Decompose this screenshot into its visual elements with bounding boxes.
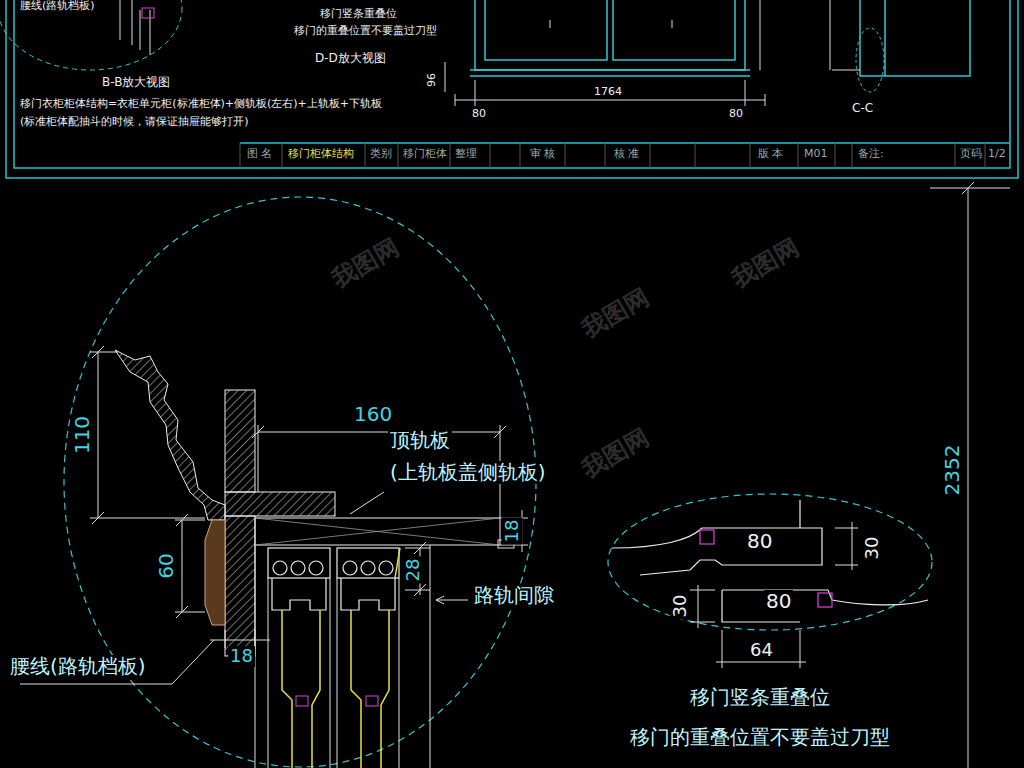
view-title: D-D放大视图	[313, 52, 388, 66]
view-note: 移门竖条重叠位	[318, 8, 399, 21]
dimension: 2352	[941, 443, 964, 498]
dimension: 64	[748, 640, 775, 661]
table-cell: 审 核	[530, 148, 556, 161]
structure-note: (标准柜体配抽斗的时候，请保证抽屉能够打开)	[18, 116, 251, 129]
dimension: 18	[502, 518, 523, 545]
table-cell: 核 准	[614, 148, 640, 161]
table-cell: 备注:	[858, 148, 884, 161]
dimension: 96	[426, 71, 439, 89]
dimension: 80	[470, 108, 488, 121]
table-cell: 页码	[960, 148, 982, 161]
table-cell: 整理	[455, 148, 477, 161]
view-note: 移门的重叠位置不要盖过刀型	[292, 25, 439, 38]
view-title: B-B放大视图	[100, 76, 172, 90]
dimension: 110	[71, 414, 94, 456]
watermark: 我图网	[728, 234, 804, 294]
part-name: (上轨板盖侧轨板)	[388, 461, 548, 484]
dimension: 18	[228, 646, 255, 667]
table-cell: 图 名	[247, 148, 273, 161]
dimension: 30	[862, 535, 883, 562]
view-note: 腰线(路轨档板)	[18, 0, 97, 13]
part-name: 顶轨板	[388, 429, 452, 452]
part-name: 腰线(路轨档板)	[8, 655, 148, 678]
dimension: 80	[764, 590, 793, 613]
watermark: 我图网	[328, 234, 404, 294]
note-title: 移门竖条重叠位	[688, 686, 832, 709]
table-cell: 版 本	[758, 148, 784, 161]
dimension: 160	[352, 403, 394, 426]
table-cell: M01	[804, 148, 828, 161]
watermark: 我图网	[578, 424, 654, 484]
structure-note: 移门衣柜柜体结构=衣柜单元柜(标准柜体)+侧轨板(左右)+上轨板+下轨板	[18, 98, 384, 111]
dimension: 60	[155, 551, 178, 580]
note-text: 移门的重叠位置不要盖过刀型	[628, 726, 892, 749]
table-cell: 移门柜体	[403, 148, 447, 161]
table-cell: 类别	[370, 148, 392, 161]
watermark: 我图网	[578, 284, 654, 344]
dimension: 80	[727, 108, 745, 121]
section-mark: C-C	[850, 102, 875, 116]
dimension: 80	[745, 530, 774, 553]
part-name: 路轨间隙	[472, 584, 556, 607]
dimension: 28	[403, 557, 424, 584]
table-cell: 移门柜体结构	[288, 148, 354, 161]
dimension: 1764	[592, 86, 624, 99]
table-cell: 1/2	[988, 148, 1006, 161]
dimension: 30	[670, 593, 691, 620]
